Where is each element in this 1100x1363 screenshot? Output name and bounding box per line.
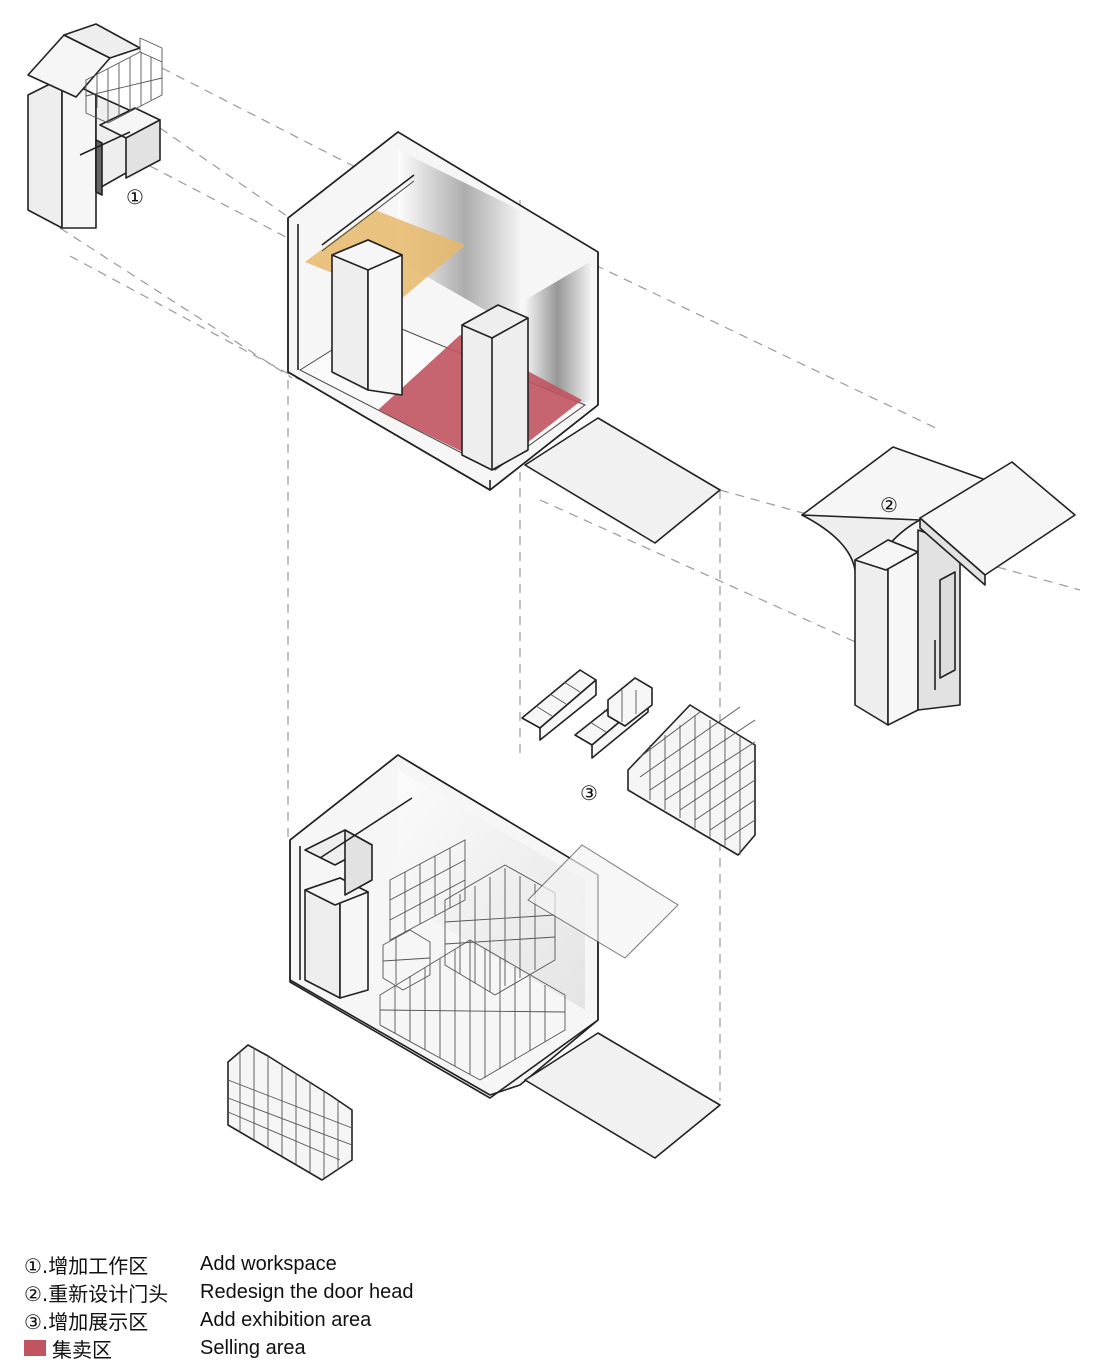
selling-area-swatch bbox=[24, 1340, 46, 1356]
legend-label-en: Redesign the door head bbox=[200, 1280, 414, 1303]
legend-label-cn: ①.增加工作区 bbox=[24, 1253, 149, 1278]
legend-item-door-head: ②.重新设计门头 Redesign the door head bbox=[24, 1278, 414, 1306]
legend-item-workspace: ①.增加工作区 Add workspace bbox=[24, 1250, 337, 1278]
marker-3: ③ bbox=[580, 781, 598, 805]
loose-shelf-unit bbox=[227, 1044, 353, 1181]
marker-1: ① bbox=[126, 185, 144, 209]
furnished-room-box bbox=[289, 754, 721, 1159]
main-room-box bbox=[287, 131, 721, 544]
legend-label-cn: ②.重新设计门头 bbox=[24, 1281, 169, 1306]
legend-label-cn: 集卖区 bbox=[52, 1337, 112, 1362]
projection-lines bbox=[59, 67, 1081, 1100]
legend-item-exhibition: ③.增加展示区 Add exhibition area bbox=[24, 1306, 371, 1334]
legend-label-en: Add workspace bbox=[200, 1252, 337, 1275]
legend-label-cn: ③.增加展示区 bbox=[24, 1309, 149, 1334]
marker-2: ② bbox=[880, 493, 898, 517]
legend-item-selling-area: 集卖区 Selling area bbox=[24, 1334, 306, 1362]
exhibition-shelves: ③ bbox=[521, 669, 756, 856]
legend-label-en: Add exhibition area bbox=[200, 1308, 372, 1331]
door-head-module: ② bbox=[801, 446, 1076, 726]
legend-label-en: Selling area bbox=[200, 1336, 306, 1359]
workspace-module: ① bbox=[27, 23, 163, 229]
